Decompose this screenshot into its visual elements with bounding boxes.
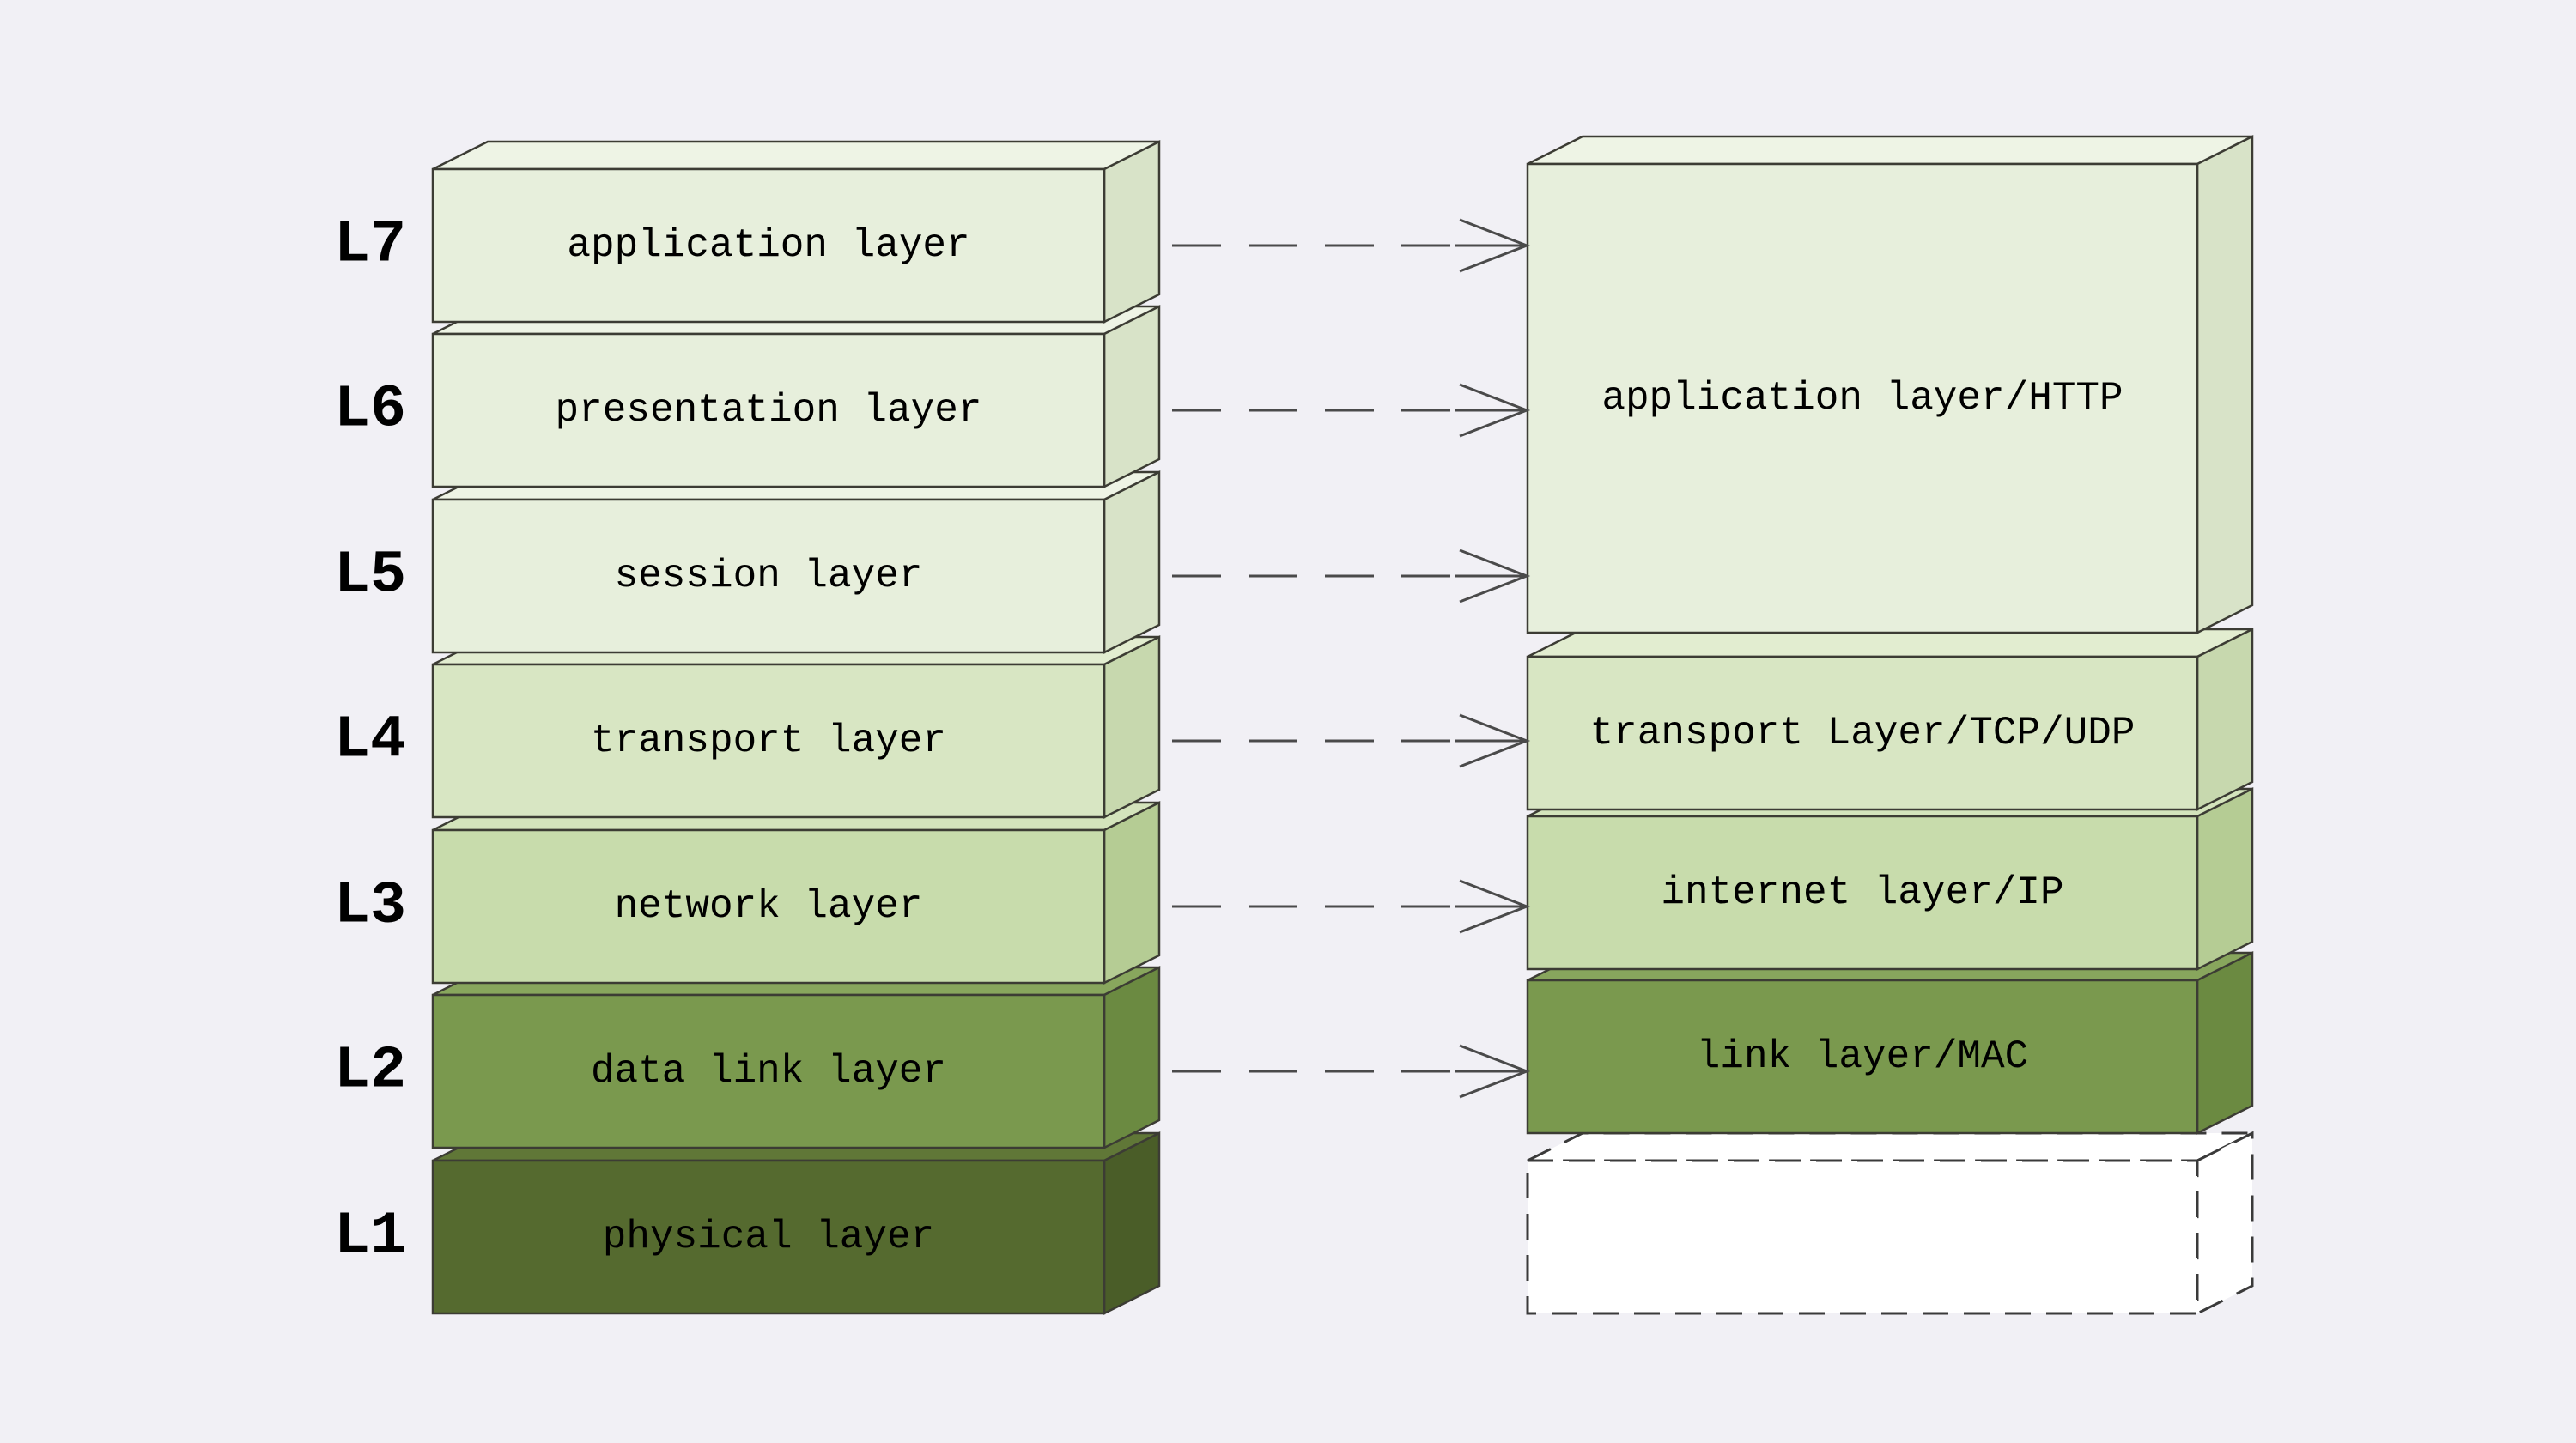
arrow-head-icon <box>1455 1044 1531 1099</box>
level-tag-l4: L4 <box>334 707 406 775</box>
layer-name: internet layer/IP <box>1661 870 2063 915</box>
box-front-face <box>431 663 1106 819</box>
box-side-face <box>1103 965 1161 1150</box>
box-top-face <box>1527 1131 2253 1162</box>
tcpip-box-link: link layer/MAC <box>1526 950 2254 1136</box>
level-tag-l2: L2 <box>334 1038 406 1106</box>
layer-name: presentation layer <box>556 388 982 433</box>
osi-layer-l1: physical layer <box>431 1131 1161 1316</box>
level-tag-l3: L3 <box>334 873 406 941</box>
arrow-head-icon <box>1455 713 1531 768</box>
box-side-face <box>1103 139 1161 324</box>
box-side-face <box>2196 627 2254 812</box>
osi-layer-l4: transport layer <box>431 634 1161 820</box>
layer-name: application layer <box>567 223 969 268</box>
box-side-face <box>2196 1131 2254 1316</box>
layer-name: data link layer <box>591 1049 946 1094</box>
box-front-face <box>431 993 1106 1149</box>
mapping-arrow-l5 <box>1172 549 1531 603</box>
box-front-face <box>431 332 1106 488</box>
box-side-face <box>2196 134 2254 635</box>
box-front-face <box>431 828 1106 985</box>
osi-layer-l2: data link layer <box>431 965 1161 1150</box>
mapping-arrow-l6 <box>1172 383 1531 438</box>
box-top-face <box>1527 135 2253 166</box>
box-side-face <box>2196 950 2254 1136</box>
box-front-face <box>1526 815 2199 971</box>
box-side-face <box>1103 1131 1161 1316</box>
tcpip-box-internet: internet layer/IP <box>1526 786 2254 972</box>
level-tag-l1: L1 <box>334 1204 406 1271</box>
box-side-face <box>1103 470 1161 655</box>
osi-layer-l6: presentation layer <box>431 304 1161 489</box>
arrow-head-icon <box>1455 549 1531 603</box>
arrow-head-icon <box>1455 218 1531 273</box>
box-front-face <box>431 498 1106 654</box>
tcpip-box-hardware-empty <box>1526 1131 2254 1316</box>
osi-layer-l3: network layer <box>431 800 1161 985</box>
mapping-arrow-l7 <box>1172 218 1531 273</box>
layer-name: session layer <box>615 554 923 598</box>
layer-name: transport layer <box>591 718 946 763</box>
layer-name: physical layer <box>603 1215 934 1259</box>
box-front-face <box>1526 162 2199 634</box>
box-side-face <box>1103 304 1161 489</box>
layer-name: network layer <box>615 884 923 929</box>
level-tag-l5: L5 <box>334 543 406 610</box>
box-side-face <box>1103 634 1161 820</box>
box-front-face <box>431 167 1106 324</box>
box-side-face <box>1103 800 1161 985</box>
level-tag-l6: L6 <box>334 377 406 445</box>
box-front-face <box>1526 1159 2199 1315</box>
box-front-face <box>1526 979 2199 1135</box>
mapping-arrow-l3 <box>1172 879 1531 934</box>
osi-layer-l7: application layer <box>431 139 1161 324</box>
box-front-face <box>431 1159 1106 1315</box>
osi-layer-l5: session layer <box>431 470 1161 655</box>
level-tag-l7: L7 <box>334 212 406 280</box>
mapping-arrow-l2 <box>1172 1044 1531 1099</box>
arrow-head-icon <box>1455 879 1531 934</box>
arrow-head-icon <box>1455 383 1531 438</box>
mapping-arrow-l4 <box>1172 713 1531 768</box>
layer-name: transport Layer/TCP/UDP <box>1590 711 2136 755</box>
box-front-face <box>1526 655 2199 811</box>
layer-name: application layer/HTTP <box>1601 376 2123 421</box>
box-side-face <box>2196 786 2254 972</box>
tcpip-box-application: application layer/HTTP <box>1526 134 2254 635</box>
layer-name: link layer/MAC <box>1697 1034 2028 1079</box>
tcpip-box-transport: transport Layer/TCP/UDP <box>1526 627 2254 812</box>
box-top-face <box>432 140 1160 171</box>
